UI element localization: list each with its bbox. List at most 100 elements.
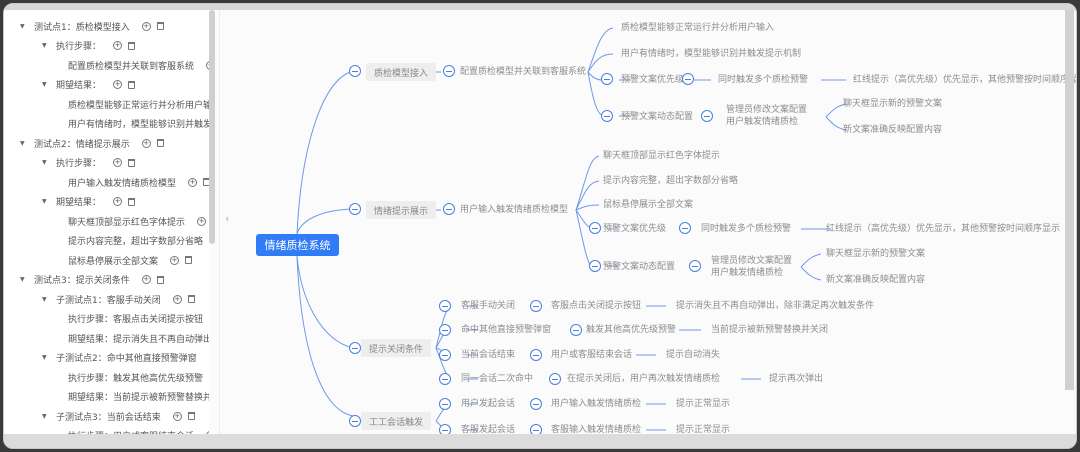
trash-icon[interactable] xyxy=(128,158,136,167)
dynamic-config-node[interactable]: 预警文案动态配置 xyxy=(603,262,676,272)
outline-item[interactable]: ▼子测试点3：当前会话结束+ xyxy=(42,406,195,426)
condition-node[interactable]: 同一会话二次命中 xyxy=(461,374,534,384)
result-node[interactable]: 聊天框显示新的预警文案 xyxy=(843,99,943,109)
branch-node-session-trigger[interactable]: 工工会话触发 xyxy=(361,412,432,430)
collapse-toggle-icon[interactable] xyxy=(589,260,601,272)
root-node[interactable]: 情绪质检系统 xyxy=(256,234,339,256)
expand-caret-icon[interactable]: ▼ xyxy=(20,276,25,283)
outline-item[interactable]: ▼期望结果：+ xyxy=(42,75,136,95)
result-node[interactable]: 聊天框顶部显示红色字体提示 xyxy=(603,151,721,161)
add-circle-icon[interactable]: + xyxy=(188,177,198,187)
result-node[interactable]: 提示正常显示 xyxy=(676,425,731,435)
collapse-toggle-icon[interactable] xyxy=(679,222,691,234)
trigger-node[interactable]: 同时触发多个质检预警 xyxy=(701,224,792,234)
result-node[interactable]: 聊天框显示新的预警文案 xyxy=(826,249,926,259)
add-circle-icon[interactable]: + xyxy=(113,197,123,206)
outline-item[interactable]: 配置质检模型并关联到客服系统+ xyxy=(68,55,209,75)
step-node[interactable]: 客服点击关闭提示按钮 xyxy=(551,301,642,311)
collapse-toggle-icon[interactable] xyxy=(439,300,451,312)
outline-item[interactable]: 期望结果：当前提示被新预警替换并关闭+ xyxy=(68,387,209,407)
collapse-toggle-icon[interactable] xyxy=(349,415,361,427)
collapse-toggle-icon[interactable] xyxy=(570,324,582,336)
config-step-node[interactable]: 管理员修改文案配置用户触发情绪质检 xyxy=(711,255,792,279)
step-node[interactable]: 触发其他高优先级预警 xyxy=(586,325,677,335)
collapse-toggle-icon[interactable] xyxy=(443,203,455,215)
add-circle-icon[interactable]: + xyxy=(170,255,180,265)
result-node[interactable]: 提示正常显示 xyxy=(676,399,731,409)
collapse-toggle-icon[interactable] xyxy=(439,349,451,361)
step-node[interactable]: 用户输入触发情绪质检 xyxy=(551,399,642,409)
outline-item[interactable]: 质检模型能够正常运行并分析用户输入+ xyxy=(68,94,209,114)
add-circle-icon[interactable]: + xyxy=(141,275,151,284)
add-circle-icon[interactable]: + xyxy=(172,411,182,421)
result-node[interactable]: 提示再次弹出 xyxy=(769,374,824,384)
collapse-toggle-icon[interactable] xyxy=(589,222,601,234)
outline-item[interactable]: 执行步骤：客服点击关闭提示按钮+ xyxy=(68,309,209,329)
outline-item[interactable]: 提示内容完整，超出字数部分省略+ xyxy=(68,231,209,251)
collapse-toggle-icon[interactable] xyxy=(601,73,613,85)
trigger-node[interactable]: 同时触发多个质检预警 xyxy=(718,75,809,85)
trash-icon[interactable] xyxy=(128,197,136,206)
result-node[interactable]: 当前提示被新预警替换并关闭 xyxy=(711,325,829,335)
step-node[interactable]: 用户或客服结束会话 xyxy=(551,350,633,360)
collapse-toggle-icon[interactable] xyxy=(689,260,701,272)
dynamic-config-node[interactable]: 预警文案动态配置 xyxy=(621,112,694,122)
outline-item[interactable]: ▼测试点1：质检模型接入+ xyxy=(20,16,164,36)
outline-item[interactable]: ▼执行步骤：+ xyxy=(42,36,136,56)
expand-caret-icon[interactable]: ▼ xyxy=(42,159,47,166)
expand-caret-icon[interactable]: ▼ xyxy=(42,81,47,88)
panel-divider[interactable] xyxy=(219,10,220,436)
collapse-toggle-icon[interactable] xyxy=(349,342,361,354)
outline-item[interactable]: 聊天框顶部显示红色字体提示+ xyxy=(68,211,209,231)
trash-icon[interactable] xyxy=(185,256,193,264)
expand-caret-icon[interactable]: ▼ xyxy=(20,22,25,30)
outline-item[interactable]: ▼子测试点2：命中其他直接预警弹窗+ xyxy=(42,348,209,368)
collapse-toggle-icon[interactable] xyxy=(439,373,451,385)
expand-caret-icon[interactable]: ▼ xyxy=(42,42,47,49)
add-circle-icon[interactable]: + xyxy=(172,294,182,304)
trash-icon[interactable] xyxy=(156,139,164,147)
trash-icon[interactable] xyxy=(187,412,195,420)
condition-node[interactable]: 当前会话结束 xyxy=(461,350,516,360)
trash-icon[interactable] xyxy=(128,80,136,89)
condition-node[interactable]: 客服手动关闭 xyxy=(461,301,516,311)
collapse-toggle-icon[interactable] xyxy=(601,110,613,122)
step-node[interactable]: 在提示关闭后，用户再次触发情绪质检 xyxy=(567,374,721,384)
outline-item[interactable]: 执行步骤：触发其他高优先级预警+ xyxy=(68,367,209,387)
result-node[interactable]: 新文案准确反映配置内容 xyxy=(843,125,943,135)
outline-item[interactable]: 用户输入触发情绪质检模型+ xyxy=(68,172,209,192)
result-node[interactable]: 提示自动消失 xyxy=(666,350,721,360)
result-node[interactable]: 鼠标悬停展示全部文案 xyxy=(603,200,694,210)
outline-item[interactable]: ▼子测试点1：客服手动关闭+ xyxy=(42,289,195,309)
session-node[interactable]: 用户发起会话 xyxy=(461,399,516,409)
collapse-toggle-icon[interactable] xyxy=(443,65,455,77)
result-node[interactable]: 提示内容完整，超出字数部分省略 xyxy=(603,176,739,186)
add-circle-icon[interactable]: + xyxy=(206,431,209,436)
trash-icon[interactable] xyxy=(187,295,195,303)
outline-item[interactable]: 鼠标悬停展示全部文案+ xyxy=(68,250,193,270)
expand-caret-icon[interactable]: ▼ xyxy=(42,295,47,303)
branch-node-emotion-display[interactable]: 情绪提示展示 xyxy=(366,201,437,219)
collapse-toggle-icon[interactable] xyxy=(349,65,361,77)
outline-item[interactable]: 用户有情绪时，模型能够识别并触发提示机制+ xyxy=(68,114,209,134)
collapse-panel-icon[interactable]: ‹ xyxy=(225,212,230,225)
collapse-toggle-icon[interactable] xyxy=(439,398,451,410)
outline-item[interactable]: ▼测试点3：提示关闭条件+ xyxy=(20,270,164,290)
mindmap-canvas[interactable]: 情绪质检系统 质检模型接入 配置质检模型并关联到客服系统 质检模型能够正常运行并… xyxy=(221,10,1076,436)
expand-caret-icon[interactable]: ▼ xyxy=(42,412,47,420)
add-circle-icon[interactable]: + xyxy=(197,216,207,226)
branch-node-close-conditions[interactable]: 提示关闭条件 xyxy=(361,339,432,357)
branch-node-model-access[interactable]: 质检模型接入 xyxy=(366,63,437,81)
result-node[interactable]: 红线提示（高优先级）优先显示，其他预警按时间顺序显示 xyxy=(853,75,1077,85)
config-step-node[interactable]: 管理员修改文案配置用户触发情绪质检 xyxy=(726,104,807,128)
step-node[interactable]: 用户输入触发情绪质检模型 xyxy=(460,205,569,215)
trash-icon[interactable] xyxy=(156,275,164,284)
add-circle-icon[interactable]: + xyxy=(113,158,123,167)
add-circle-icon[interactable]: + xyxy=(206,60,209,70)
priority-node[interactable]: 预警文案优先级 xyxy=(603,224,667,234)
result-node[interactable]: 用户有情绪时，模型能够识别并触发提示机制 xyxy=(621,49,802,59)
add-circle-icon[interactable]: + xyxy=(141,138,151,148)
outline-vertical-scrollbar[interactable] xyxy=(209,10,215,244)
add-circle-icon[interactable]: + xyxy=(113,41,123,50)
add-circle-icon[interactable]: + xyxy=(141,21,151,31)
